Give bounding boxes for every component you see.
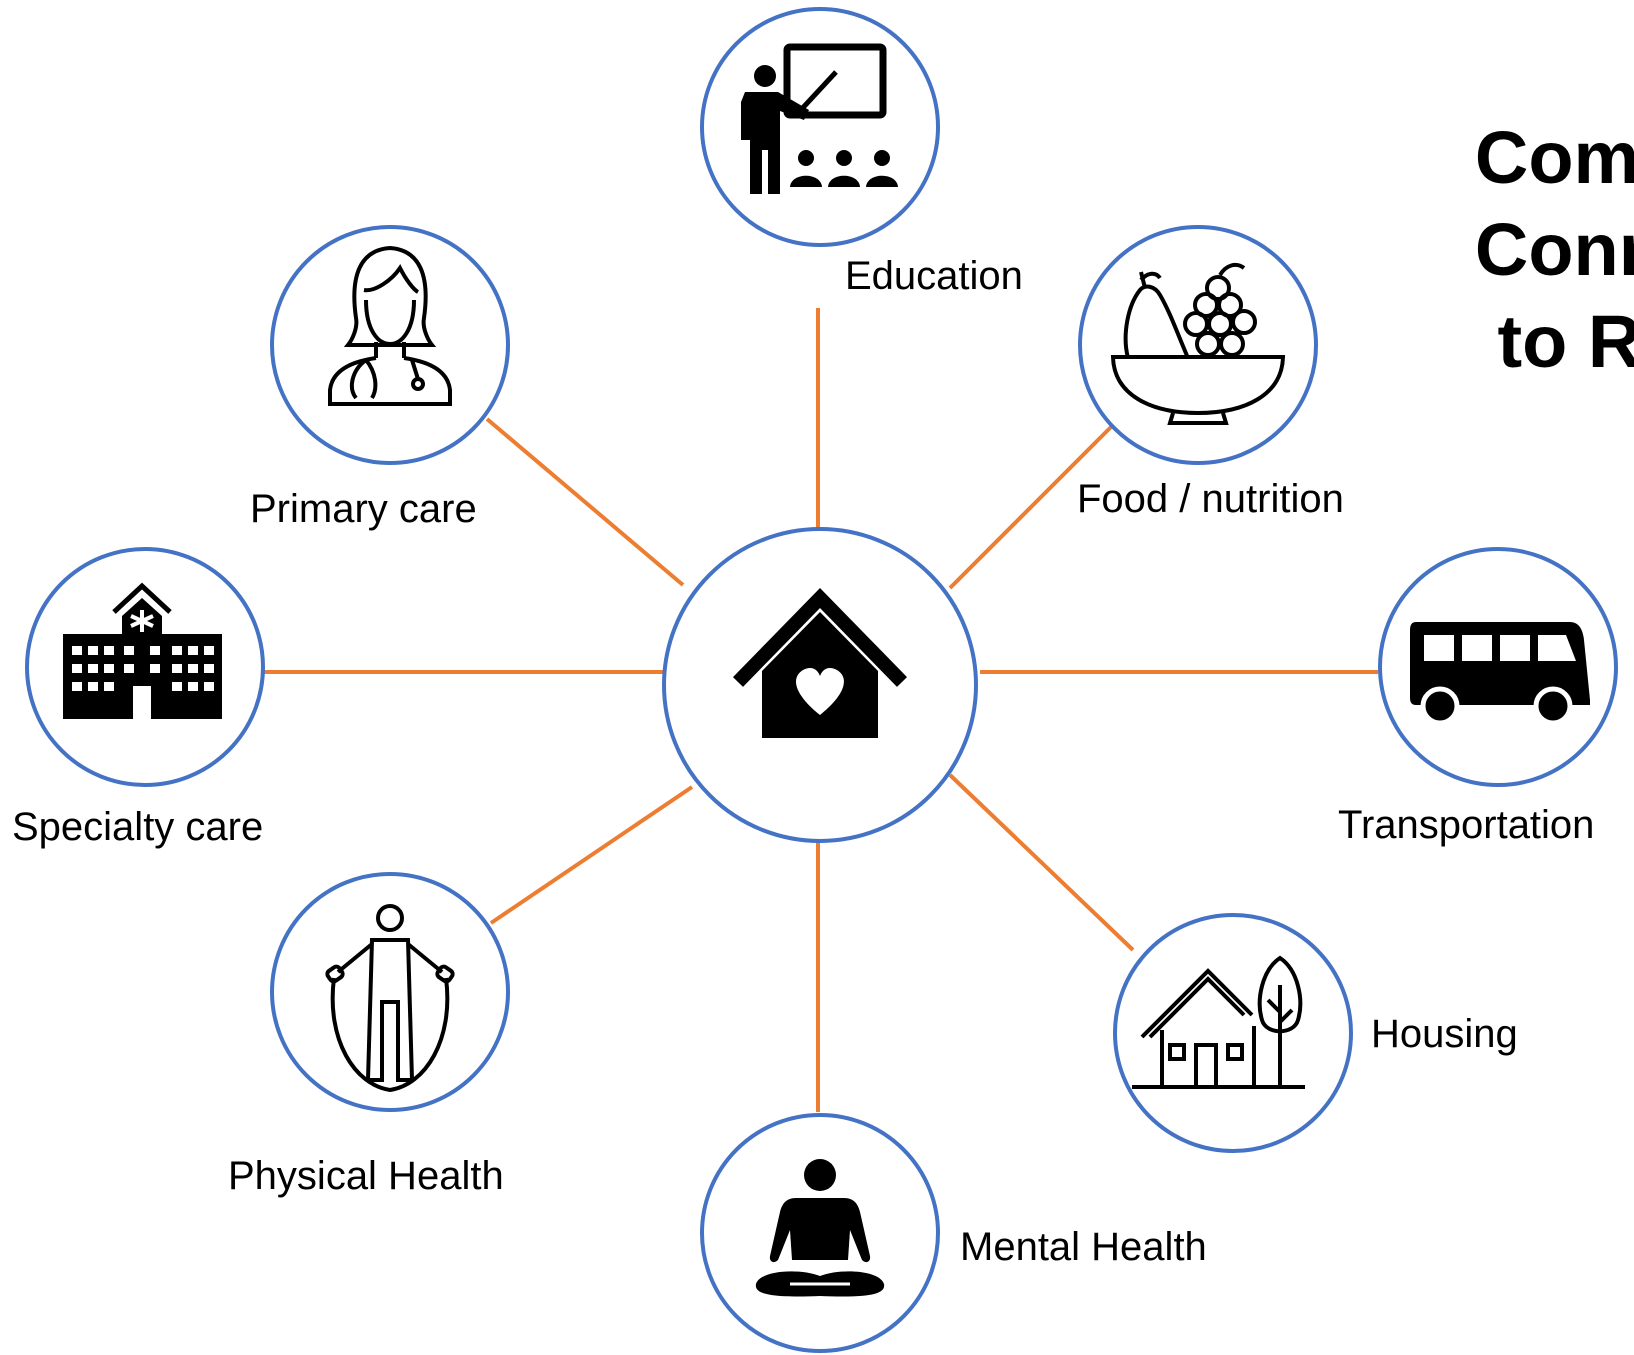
meditation-icon <box>755 1159 885 1297</box>
teacher-classroom-icon <box>741 43 898 194</box>
fruit-bowl-icon <box>1110 262 1286 425</box>
food-node <box>1078 225 1318 465</box>
bus-icon <box>1410 622 1590 726</box>
housing-node <box>1113 913 1353 1153</box>
diagram-title: Comm Conne to Re <box>1400 112 1634 388</box>
specialty-care-node <box>25 547 265 787</box>
title-line-2: Conne <box>1474 208 1634 291</box>
connector-food <box>948 423 1115 590</box>
label-specialty-care: Specialty care <box>12 805 264 849</box>
jump-rope-icon <box>325 904 455 1093</box>
connector-primary-care <box>485 417 685 587</box>
doctor-icon <box>328 245 452 406</box>
transportation-node <box>1378 547 1618 787</box>
primary-care-node <box>270 225 510 465</box>
label-housing: Housing <box>1371 1012 1518 1056</box>
connector-physical-health <box>489 785 694 925</box>
label-mental-health: Mental Health <box>960 1225 1207 1269</box>
label-primary-care: Primary care <box>250 487 477 531</box>
hospital-icon <box>63 582 222 719</box>
connector-housing <box>948 773 1135 952</box>
label-food: Food / nutrition <box>1077 477 1344 521</box>
label-transportation: Transportation <box>1338 803 1595 847</box>
title-line-1: Comm <box>1474 116 1634 199</box>
label-physical-health: Physical Health <box>228 1154 504 1198</box>
education-node <box>700 7 940 247</box>
house-heart-icon <box>732 587 908 738</box>
physical-health-node <box>270 872 510 1112</box>
hub-node <box>662 527 978 843</box>
mental-health-node <box>700 1113 940 1353</box>
house-tree-icon <box>1132 955 1305 1089</box>
title-line-3: to Re <box>1497 300 1634 383</box>
connectors <box>263 308 1378 1112</box>
label-education: Education <box>845 254 1023 298</box>
